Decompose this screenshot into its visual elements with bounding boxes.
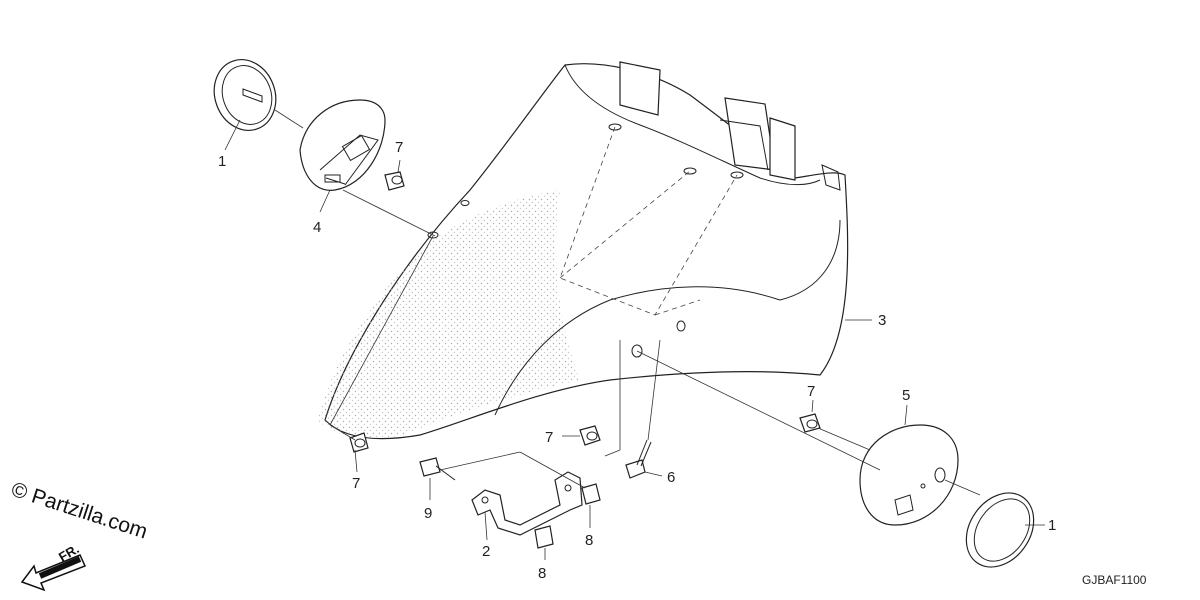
callout-8-right: 8 xyxy=(585,532,593,549)
callout-7-right: 7 xyxy=(807,383,815,400)
clip-nut-8b xyxy=(534,525,554,549)
grommet-7c xyxy=(349,432,369,453)
left-side-cover xyxy=(299,99,386,191)
callout-7-bottom-left: 7 xyxy=(352,475,360,492)
callout-9: 9 xyxy=(424,505,432,522)
emblem-left xyxy=(213,59,277,131)
right-side-cover xyxy=(859,424,959,526)
front-direction-arrow-icon xyxy=(20,554,87,592)
callout-5: 5 xyxy=(902,387,910,404)
front-fender xyxy=(318,61,849,440)
callout-7-top: 7 xyxy=(395,139,403,156)
callout-4: 4 xyxy=(313,219,321,236)
emblem-right xyxy=(965,492,1035,568)
callout-3: 3 xyxy=(878,312,886,329)
diagram-code: GJBAF1100 xyxy=(1082,573,1147,587)
callout-8-bottom: 8 xyxy=(538,565,546,582)
grommet-7a xyxy=(384,171,405,191)
callout-1-left: 1 xyxy=(218,153,226,170)
callout-6: 6 xyxy=(667,469,675,486)
watermark-text: © Partzilla.com xyxy=(8,478,150,544)
callout-2: 2 xyxy=(482,543,490,560)
grommet-7d xyxy=(579,425,601,446)
bolt-9 xyxy=(419,457,456,481)
bracket-2 xyxy=(471,471,583,536)
clip-nut-8a xyxy=(581,483,601,505)
callout-7-center: 7 xyxy=(545,429,553,446)
leader-lines xyxy=(224,109,1045,560)
grommet-7b xyxy=(799,413,821,433)
callout-1-right: 1 xyxy=(1048,517,1056,534)
